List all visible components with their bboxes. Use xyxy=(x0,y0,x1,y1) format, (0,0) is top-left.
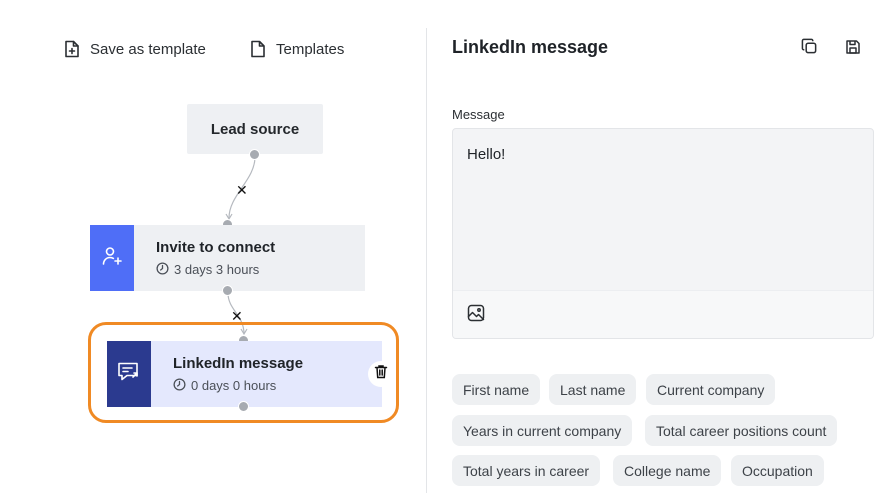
templates-label: Templates xyxy=(276,40,345,58)
insert-image-button[interactable] xyxy=(467,304,487,324)
panel-divider xyxy=(426,28,427,493)
message-icon xyxy=(116,360,142,389)
clock-icon xyxy=(173,377,186,394)
message-toolbar xyxy=(453,290,873,338)
delete-step-button[interactable] xyxy=(368,361,394,387)
clock-icon xyxy=(156,261,169,278)
step-delay: 0 days 0 hours xyxy=(191,378,277,393)
step-title: LinkedIn message xyxy=(173,354,304,372)
variable-chip-occupation[interactable]: Occupation xyxy=(731,455,824,486)
templates-button[interactable]: Templates xyxy=(250,38,344,60)
connector-handle[interactable] xyxy=(249,149,260,160)
connector-handle[interactable] xyxy=(222,285,233,296)
user-plus-icon xyxy=(100,244,124,273)
lead-source-node[interactable]: Lead source xyxy=(187,104,323,154)
step-delay: 3 days 3 hours xyxy=(174,262,260,277)
image-icon xyxy=(467,304,485,326)
step-invite-to-connect[interactable]: Invite to connect 3 days 3 hours xyxy=(90,225,365,291)
file-plus-icon xyxy=(64,40,80,58)
file-icon xyxy=(250,40,266,58)
step-title: Invite to connect xyxy=(156,238,276,256)
variable-chip-current-company[interactable]: Current company xyxy=(646,374,776,405)
remove-connection-icon[interactable]: ✕ xyxy=(236,182,248,198)
flow-connectors xyxy=(225,156,256,336)
connector-handle[interactable] xyxy=(238,401,249,412)
floppy-disk-icon xyxy=(845,39,861,60)
variable-chip-total-career-positions-count[interactable]: Total career positions count xyxy=(645,415,838,446)
step-icon-container xyxy=(90,225,134,291)
message-editor: Hello! xyxy=(452,128,874,339)
save-step-button[interactable] xyxy=(842,38,864,60)
flow-canvas: Save as template Templates Lead source ✕ xyxy=(0,0,426,493)
trash-icon xyxy=(374,364,388,384)
save-as-template-button[interactable]: Save as template xyxy=(64,38,206,60)
variable-chip-last-name[interactable]: Last name xyxy=(549,374,637,405)
panel-title: LinkedIn message xyxy=(452,37,609,57)
copy-icon xyxy=(801,38,818,60)
selected-step-highlight xyxy=(88,322,399,423)
remove-connection-icon[interactable]: ✕ xyxy=(231,308,243,324)
variable-chip-college-name[interactable]: College name xyxy=(613,455,722,486)
variable-chip-first-name[interactable]: First name xyxy=(452,374,541,405)
step-linkedin-message[interactable]: LinkedIn message 0 days 0 hours xyxy=(107,341,382,407)
variable-chip-years-in-current-company[interactable]: Years in current company xyxy=(452,415,633,446)
save-as-template-label: Save as template xyxy=(90,40,206,58)
step-icon-container xyxy=(107,341,151,407)
variable-chip-total-years-in-career[interactable]: Total years in career xyxy=(452,455,601,486)
message-label: Message xyxy=(452,107,505,122)
message-input[interactable]: Hello! xyxy=(467,146,867,286)
duplicate-step-button[interactable] xyxy=(798,38,820,60)
lead-source-label: Lead source xyxy=(210,120,300,138)
